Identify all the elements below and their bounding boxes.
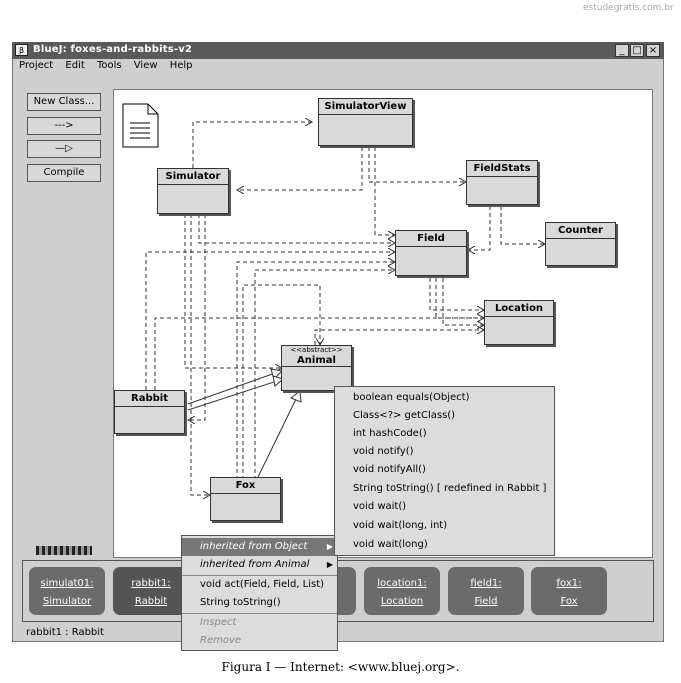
class-field[interactable]: Field: [395, 230, 467, 276]
menu-view[interactable]: View: [133, 60, 158, 71]
object-name: location1:: [377, 578, 427, 589]
object-rabbit[interactable]: rabbit1: Rabbit: [113, 567, 189, 615]
submenu-wait-long[interactable]: void wait(long): [353, 539, 428, 550]
object-type: Field: [474, 596, 498, 607]
submenu-arrow-icon: ▶: [326, 560, 333, 569]
dependency-arrow-button[interactable]: --->: [27, 117, 101, 135]
class-animal[interactable]: <<abstract>> Animal: [281, 345, 352, 391]
object-type: Fox: [560, 596, 578, 607]
class-fieldstats[interactable]: FieldStats: [466, 160, 538, 205]
submenu-arrow-icon: ▶: [326, 542, 333, 551]
submenu-tostring[interactable]: String toString() [ redefined in Rabbit …: [353, 483, 547, 494]
menu-project[interactable]: Project: [19, 60, 54, 71]
submenu-wait[interactable]: void wait(): [353, 501, 407, 512]
object-name: field1:: [470, 578, 502, 589]
class-name: FieldStats: [467, 161, 537, 177]
menu-item-label: inherited from Object: [200, 541, 308, 552]
object-field[interactable]: field1: Field: [448, 567, 524, 615]
object-type: Simulator: [42, 596, 92, 607]
class-name: Rabbit: [115, 391, 184, 407]
menu-help[interactable]: Help: [169, 60, 193, 71]
menu-edit[interactable]: Edit: [65, 60, 85, 71]
object-location[interactable]: location1: Location: [364, 567, 440, 615]
class-rabbit[interactable]: Rabbit: [114, 390, 185, 434]
class-name: Counter: [546, 223, 615, 239]
object-name: fox1:: [556, 578, 582, 589]
class-name: Animal: [282, 355, 351, 367]
class-counter[interactable]: Counter: [545, 222, 616, 266]
menu-item-label: inherited from Animal: [200, 559, 310, 570]
window-title: BlueJ: foxes-and-rabbits-v2: [33, 44, 193, 55]
class-name: Location: [485, 301, 553, 317]
class-location[interactable]: Location: [484, 300, 554, 345]
menu-divider: [182, 613, 337, 614]
class-simulator[interactable]: Simulator: [157, 168, 229, 214]
bluej-icon: β: [15, 44, 28, 56]
submenu-equals[interactable]: boolean equals(Object): [353, 392, 470, 403]
menu-remove[interactable]: Remove: [200, 635, 242, 646]
object-fox[interactable]: fox1: Fox: [531, 567, 607, 615]
compile-button[interactable]: Compile: [27, 164, 101, 182]
submenu-notifyall[interactable]: void notifyAll(): [353, 464, 426, 475]
menu-tostring[interactable]: String toString(): [200, 597, 281, 608]
inherited-methods-submenu: boolean equals(Object) Class<?> getClass…: [334, 386, 555, 556]
abstract-stereotype: <<abstract>>: [290, 346, 343, 354]
submenu-wait-long-int[interactable]: void wait(long, int): [353, 520, 448, 531]
object-context-menu: inherited from Object ▶ inherited from An…: [181, 535, 338, 651]
submenu-hashcode[interactable]: int hashCode(): [353, 428, 427, 439]
submenu-getclass[interactable]: Class<?> getClass(): [353, 410, 456, 421]
object-type: Location: [380, 596, 424, 607]
title-bar: [12, 42, 664, 59]
object-simulator[interactable]: simulat01: Simulator: [29, 567, 105, 615]
class-fox[interactable]: Fox: [210, 477, 281, 521]
object-type: Rabbit: [134, 596, 168, 607]
menu-tools[interactable]: Tools: [96, 60, 122, 71]
inheritance-arrow-button[interactable]: —▷: [27, 140, 101, 158]
minimize-button[interactable]: _: [615, 44, 629, 57]
watermark: estudegratis.com.br: [583, 3, 674, 13]
menu-act[interactable]: void act(Field, Field, List): [200, 579, 325, 590]
maximize-button[interactable]: □: [630, 44, 644, 57]
class-name: SimulatorView: [319, 99, 412, 115]
readme-document-icon[interactable]: [122, 103, 159, 148]
class-name: Simulator: [158, 169, 228, 185]
close-button[interactable]: ×: [646, 44, 660, 57]
figure-caption: Figura I — Internet: <www.bluej.org>.: [221, 660, 460, 674]
submenu-notify[interactable]: void notify(): [353, 446, 414, 457]
object-name: simulat01:: [40, 578, 94, 589]
menu-bar: Project Edit Tools View Help: [19, 60, 202, 76]
menu-divider: [182, 575, 337, 576]
class-name: Fox: [211, 478, 280, 494]
menu-inherited-from-object[interactable]: inherited from Object ▶: [182, 538, 337, 556]
status-bar: rabbit1 : Rabbit: [26, 627, 104, 638]
menu-inspect[interactable]: Inspect: [200, 617, 237, 628]
menu-inherited-from-animal[interactable]: inherited from Animal ▶: [182, 556, 337, 574]
class-simulatorview[interactable]: SimulatorView: [318, 98, 413, 146]
class-name: Field: [396, 231, 466, 247]
machine-activity-indicator: [36, 546, 92, 555]
object-name: rabbit1:: [131, 578, 171, 589]
new-class-button[interactable]: New Class...: [27, 93, 101, 111]
